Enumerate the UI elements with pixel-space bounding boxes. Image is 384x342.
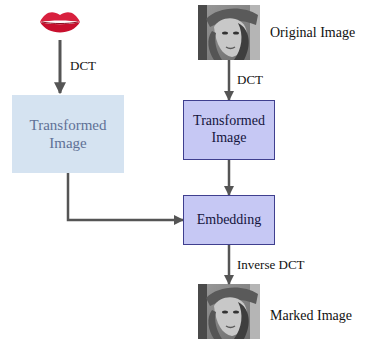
embedding-box: Embedding (183, 195, 275, 245)
transform-box: Transformed Image (183, 100, 275, 160)
image-node: Original Image (198, 5, 260, 60)
lip-line (42, 22, 78, 24)
image-caption: Original Image (270, 25, 332, 42)
watermark-dct-arrow (59, 40, 62, 93)
box-label: Embedding (197, 212, 262, 229)
lower-lip (40, 22, 80, 33)
lips-icon (40, 12, 80, 32)
flow-arrow (228, 160, 231, 195)
edge-label: DCT (237, 72, 263, 88)
box-label: Transformed Image (18, 116, 118, 152)
flow-arrow (228, 60, 231, 100)
flow-arrow (68, 173, 183, 220)
edge-label: Inverse DCT (237, 257, 305, 273)
upper-lip (40, 12, 80, 22)
transform-box: Transformed Image (12, 95, 124, 173)
box-label: Transformed Image (190, 113, 268, 147)
image-caption: Marked Image (270, 308, 332, 325)
arrow-label: DCT (70, 58, 96, 74)
original-photo (198, 5, 260, 60)
flow-arrow (228, 245, 231, 284)
image-node: Marked Image (198, 284, 260, 339)
marked-photo (198, 284, 260, 339)
